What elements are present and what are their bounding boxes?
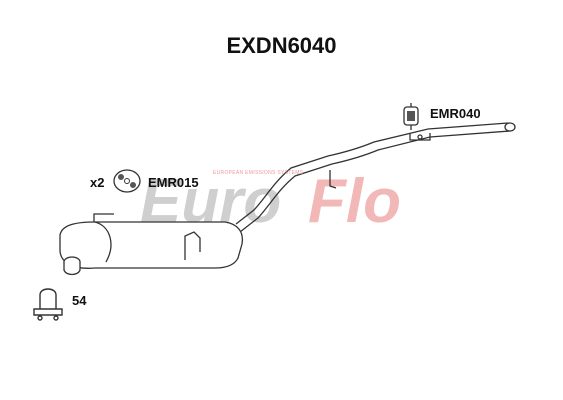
rubber-mount-icon bbox=[403, 103, 419, 130]
rear-silencer bbox=[59, 213, 244, 269]
clamp-label: 54 bbox=[72, 293, 87, 308]
rear-mount-label: EMR040 bbox=[430, 106, 481, 121]
front-mount-label: EMR015 bbox=[148, 175, 199, 190]
inlet-pipe bbox=[63, 256, 81, 276]
part-number-title: EXDN6040 bbox=[226, 33, 337, 58]
exhaust-pipe bbox=[235, 122, 516, 233]
watermark-flo-text: Flo bbox=[308, 167, 401, 236]
front-mount-qty: x2 bbox=[90, 175, 105, 190]
hanger-rubber-icon bbox=[113, 169, 141, 193]
u-clamp-icon bbox=[33, 288, 63, 321]
watermark-tagline: EUROPEAN EMISSIONS SYSTEMS bbox=[213, 170, 304, 176]
